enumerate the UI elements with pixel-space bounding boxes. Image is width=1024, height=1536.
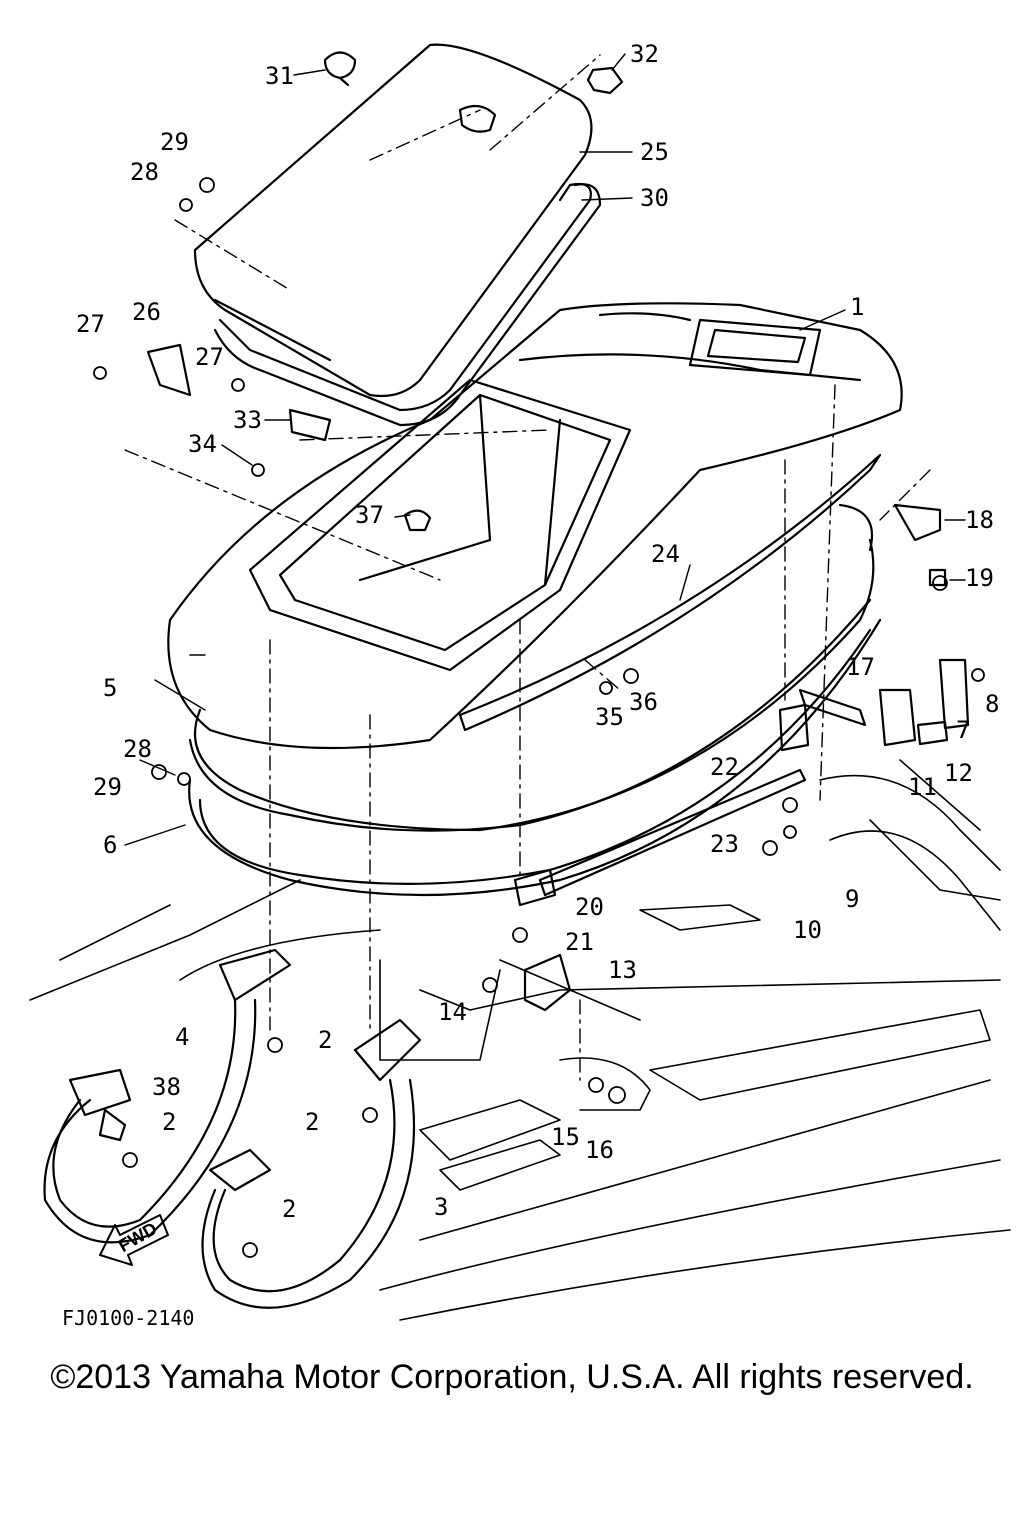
knob-part-31 <box>323 51 357 87</box>
exploded-parts-diagram: 1 2 2 2 2 3 4 5 6 7 8 9 10 11 12 13 14 1… <box>29 40 1011 1330</box>
callout-30: 30 <box>640 184 669 212</box>
callout-21: 21 <box>565 928 594 956</box>
copyright-notice: ©2013 Yamaha Motor Corporation, U.S.A. A… <box>50 1358 974 1396</box>
fwd-arrow-icon <box>99 1214 169 1266</box>
callout-11: 11 <box>908 773 937 801</box>
assembly-lines <box>124 54 931 1081</box>
callout-27: 27 <box>195 343 224 371</box>
latch-parts-7-11-12-18 <box>878 503 970 747</box>
callout-10: 10 <box>793 916 822 944</box>
callout-34: 34 <box>188 430 217 458</box>
callout-1: 1 <box>850 293 864 321</box>
lid-part-25 <box>193 43 593 398</box>
callout-28: 28 <box>130 158 159 186</box>
callout-12: 12 <box>944 759 973 787</box>
leader-lines <box>124 53 966 846</box>
bracket-part-13 <box>523 953 572 1012</box>
strip-part-17 <box>798 688 867 727</box>
callout-31: 31 <box>265 62 294 90</box>
callout-2: 2 <box>282 1195 296 1223</box>
lid-seal-part-30 <box>213 182 602 427</box>
callout-35: 35 <box>595 703 624 731</box>
callout-33: 33 <box>233 406 262 434</box>
seal-part-24 <box>458 453 882 732</box>
callout-16: 16 <box>585 1136 614 1164</box>
callout-37: 37 <box>355 501 384 529</box>
callout-20: 20 <box>575 893 604 921</box>
callout-38: 38 <box>152 1073 181 1101</box>
diagram-code: FJ0100-2140 <box>62 1306 194 1330</box>
seal-part-5 <box>188 538 875 832</box>
hinge-part-26 <box>146 343 332 442</box>
callout-2: 2 <box>162 1108 176 1136</box>
callout-5: 5 <box>103 674 117 702</box>
handle-part-3 <box>201 1018 422 1309</box>
callout-23: 23 <box>710 830 739 858</box>
callout-36: 36 <box>629 688 658 716</box>
callout-28: 28 <box>123 735 152 763</box>
callout-15: 15 <box>551 1123 580 1151</box>
callout-3: 3 <box>434 1193 448 1221</box>
callout-25: 25 <box>640 138 669 166</box>
callout-14: 14 <box>438 998 467 1026</box>
callout-19: 19 <box>965 564 994 592</box>
seal-part-6 <box>188 618 882 897</box>
fasteners <box>93 177 985 1258</box>
callout-7: 7 <box>956 716 970 744</box>
callout-29: 29 <box>160 128 189 156</box>
callout-18: 18 <box>965 506 994 534</box>
nut-part-32 <box>586 66 624 95</box>
callout-32: 32 <box>630 40 659 68</box>
plug-part-37 <box>403 509 432 532</box>
callout-24: 24 <box>651 540 680 568</box>
callout-6: 6 <box>103 831 117 859</box>
callout-8: 8 <box>985 690 999 718</box>
callout-26: 26 <box>132 298 161 326</box>
bracket-part-22 <box>778 703 810 752</box>
callout-4: 4 <box>175 1023 189 1051</box>
callout-22: 22 <box>710 753 739 781</box>
callout-17: 17 <box>846 653 875 681</box>
callout-2: 2 <box>318 1026 332 1054</box>
callout-13: 13 <box>608 956 637 984</box>
callout-labels: 1 2 2 2 2 3 4 5 6 7 8 9 10 11 12 13 14 1… <box>62 40 999 1330</box>
hull-outline <box>29 759 1011 1321</box>
callout-29: 29 <box>93 773 122 801</box>
callout-9: 9 <box>845 885 859 913</box>
stay-part-20 <box>513 768 807 907</box>
callout-2: 2 <box>305 1108 319 1136</box>
callout-27: 27 <box>76 310 105 338</box>
